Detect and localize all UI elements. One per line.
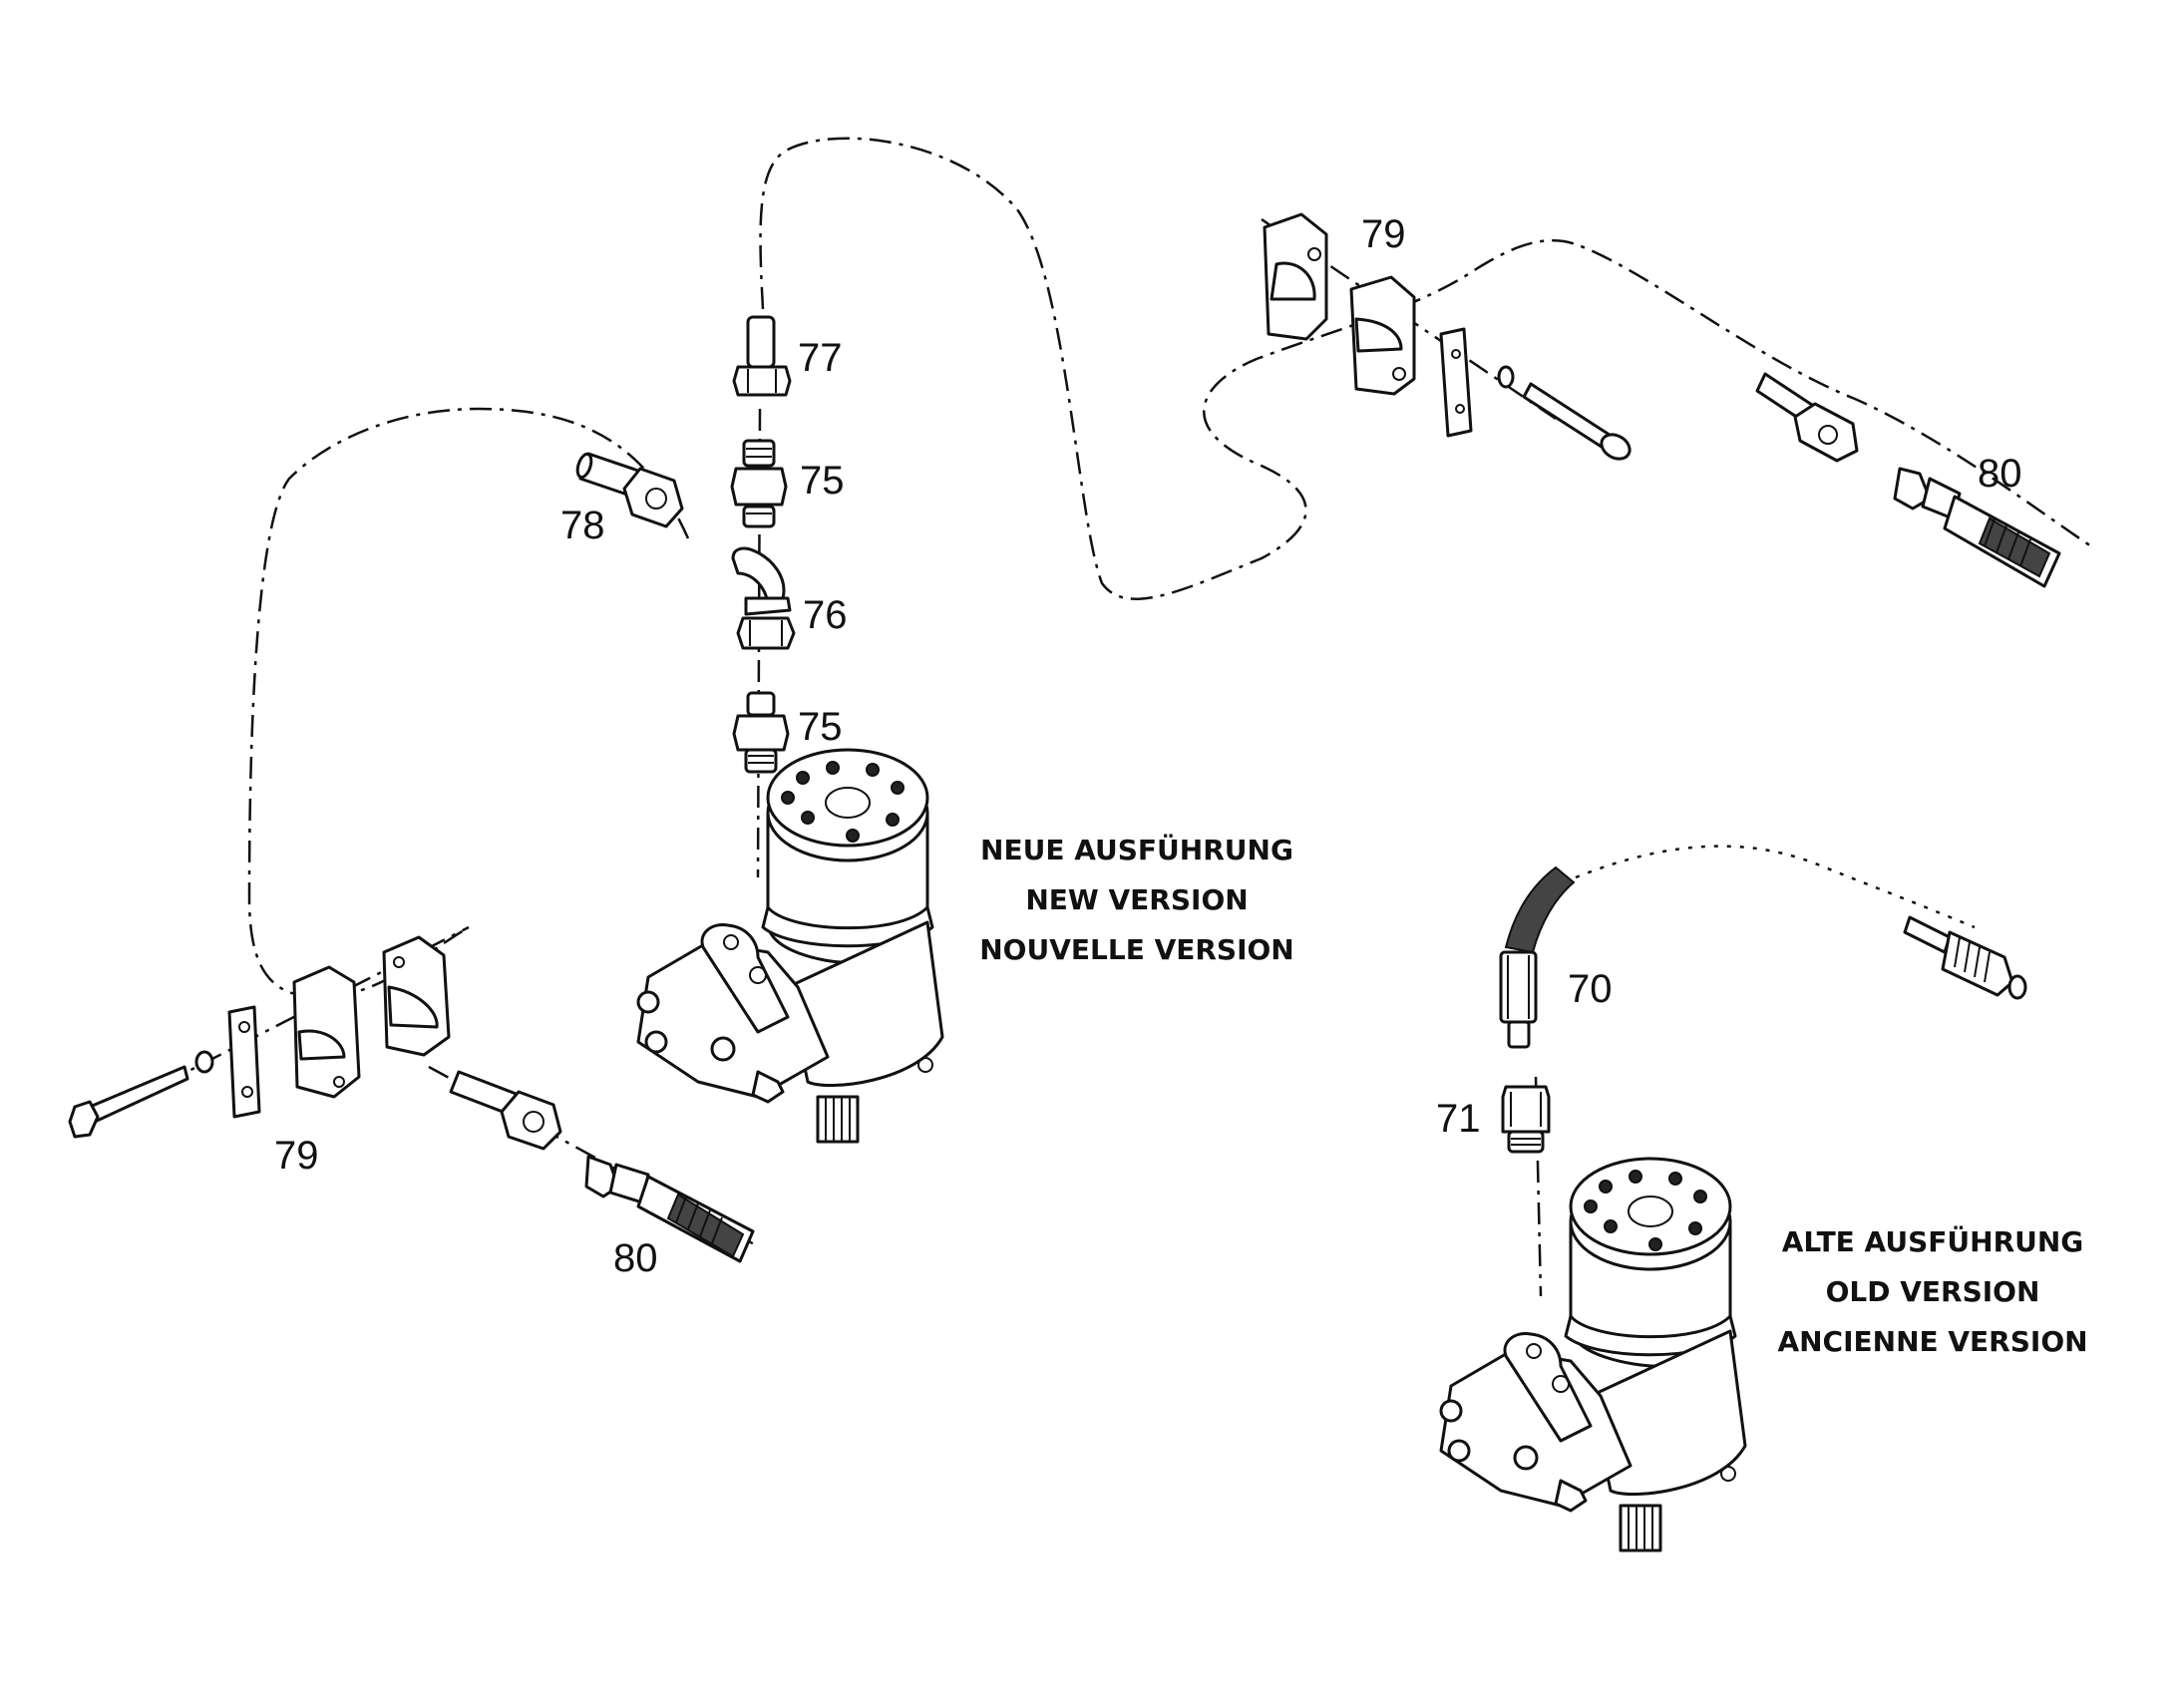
upper-vertical-axis	[756, 408, 762, 878]
connection-lines	[89, 137, 2095, 1297]
spline-shaft-old	[1619, 1504, 1662, 1552]
motor-new-version	[636, 748, 944, 1144]
label-78: 78	[560, 504, 605, 547]
hose-assembly-80-left	[449, 1070, 755, 1263]
hose-fitting-70	[1499, 865, 1576, 1049]
left-hose-route	[247, 407, 690, 999]
hose-fitting-77	[732, 315, 792, 397]
hose-assembly-80-top	[1755, 372, 2061, 588]
label-70: 70	[1568, 967, 1613, 1011]
nipple-75-bottom	[732, 691, 790, 774]
motor-old-version	[1439, 1157, 1747, 1552]
old-hose-route	[1575, 845, 1976, 929]
caption-new-fr: NOUVELLE VERSION	[979, 933, 1294, 966]
elbow-76	[731, 546, 796, 650]
caption-new-version: NEUE AUSFÜHRUNG NEW VERSION NOUVELLE VER…	[979, 833, 1294, 966]
label-80-top: 80	[1978, 452, 2022, 496]
caption-old-de: ALTE AUSFÜHRUNG	[1782, 1224, 2084, 1258]
label-71: 71	[1436, 1097, 1481, 1141]
part-number-labels: 77 75 78 76 75 79 80 79 80 70 71	[274, 212, 2022, 1280]
caption-old-en: OLD VERSION	[1826, 1275, 2040, 1308]
caption-new-en: NEW VERSION	[1025, 883, 1248, 916]
old-vertical-axis	[1534, 1076, 1543, 1297]
caption-old-version: ALTE AUSFÜHRUNG OLD VERSION ANCIENNE VER…	[1777, 1224, 2087, 1358]
label-75-bottom: 75	[798, 705, 843, 749]
label-76: 76	[803, 593, 848, 637]
clamp-bracket-79-top	[1263, 212, 1632, 461]
label-80-left: 80	[613, 1236, 658, 1280]
old-hose-far-end	[1903, 915, 2027, 1000]
spline-shaft	[816, 1095, 860, 1144]
adapter-71	[1501, 1085, 1551, 1154]
clamp-bracket-79-left	[68, 935, 451, 1139]
caption-old-fr: ANCIENNE VERSION	[1777, 1325, 2087, 1358]
hose-fitting-78	[575, 452, 684, 528]
nipple-75-top	[730, 439, 788, 528]
label-79-left: 79	[274, 1134, 319, 1178]
label-77: 77	[798, 336, 843, 380]
label-75-top: 75	[800, 459, 845, 503]
label-79-top: 79	[1361, 212, 1406, 256]
top-hose-route	[759, 137, 2095, 600]
caption-new-de: NEUE AUSFÜHRUNG	[980, 833, 1293, 866]
